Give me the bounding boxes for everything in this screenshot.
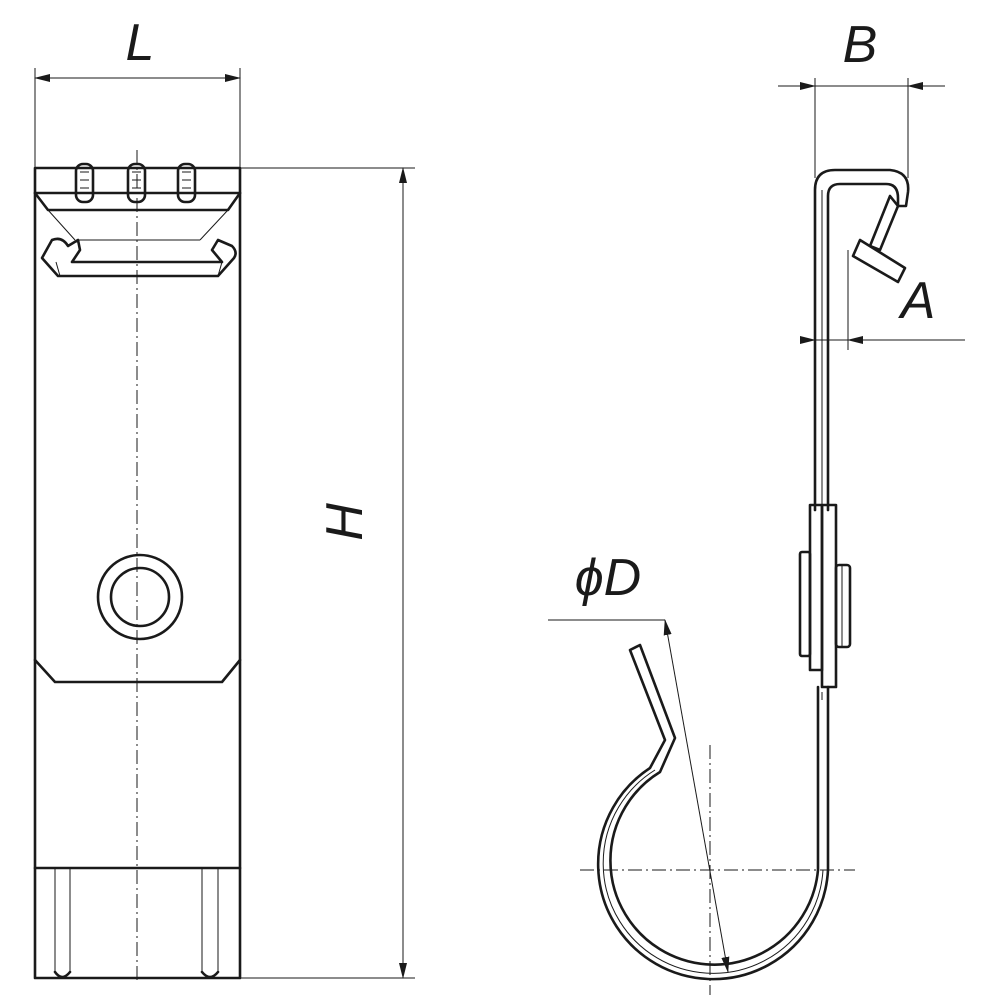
dimension-L: L	[34, 14, 241, 168]
front-bottom-strap	[33, 866, 242, 979]
side-clamp-ring	[596, 643, 830, 981]
dimension-A: A	[800, 250, 965, 350]
front-upper-plate	[33, 191, 242, 212]
front-bushing-inner	[109, 566, 171, 628]
side-top-hook	[813, 168, 910, 512]
front-slots	[40, 209, 237, 278]
front-teeth	[74, 162, 197, 204]
side-nut	[834, 563, 852, 649]
dimension-H: H	[240, 167, 415, 979]
side-plate-inner	[820, 503, 838, 689]
dimension-label-L: L	[126, 14, 155, 72]
dimension-D: ϕD	[548, 549, 730, 973]
dimension-label-D: ϕD	[575, 549, 641, 607]
side-spring-tongue	[868, 194, 900, 252]
dimension-label-H: H	[316, 503, 374, 541]
side-plate	[808, 503, 824, 672]
front-lower-plate	[33, 658, 242, 684]
side-spring-tip	[851, 238, 907, 284]
front-view	[33, 150, 242, 980]
dimension-label-A: A	[898, 272, 936, 330]
dimension-B: B	[778, 16, 945, 178]
side-bolt-head	[798, 550, 812, 658]
front-bushing-outer	[96, 553, 184, 641]
dimension-label-B: B	[843, 16, 878, 74]
